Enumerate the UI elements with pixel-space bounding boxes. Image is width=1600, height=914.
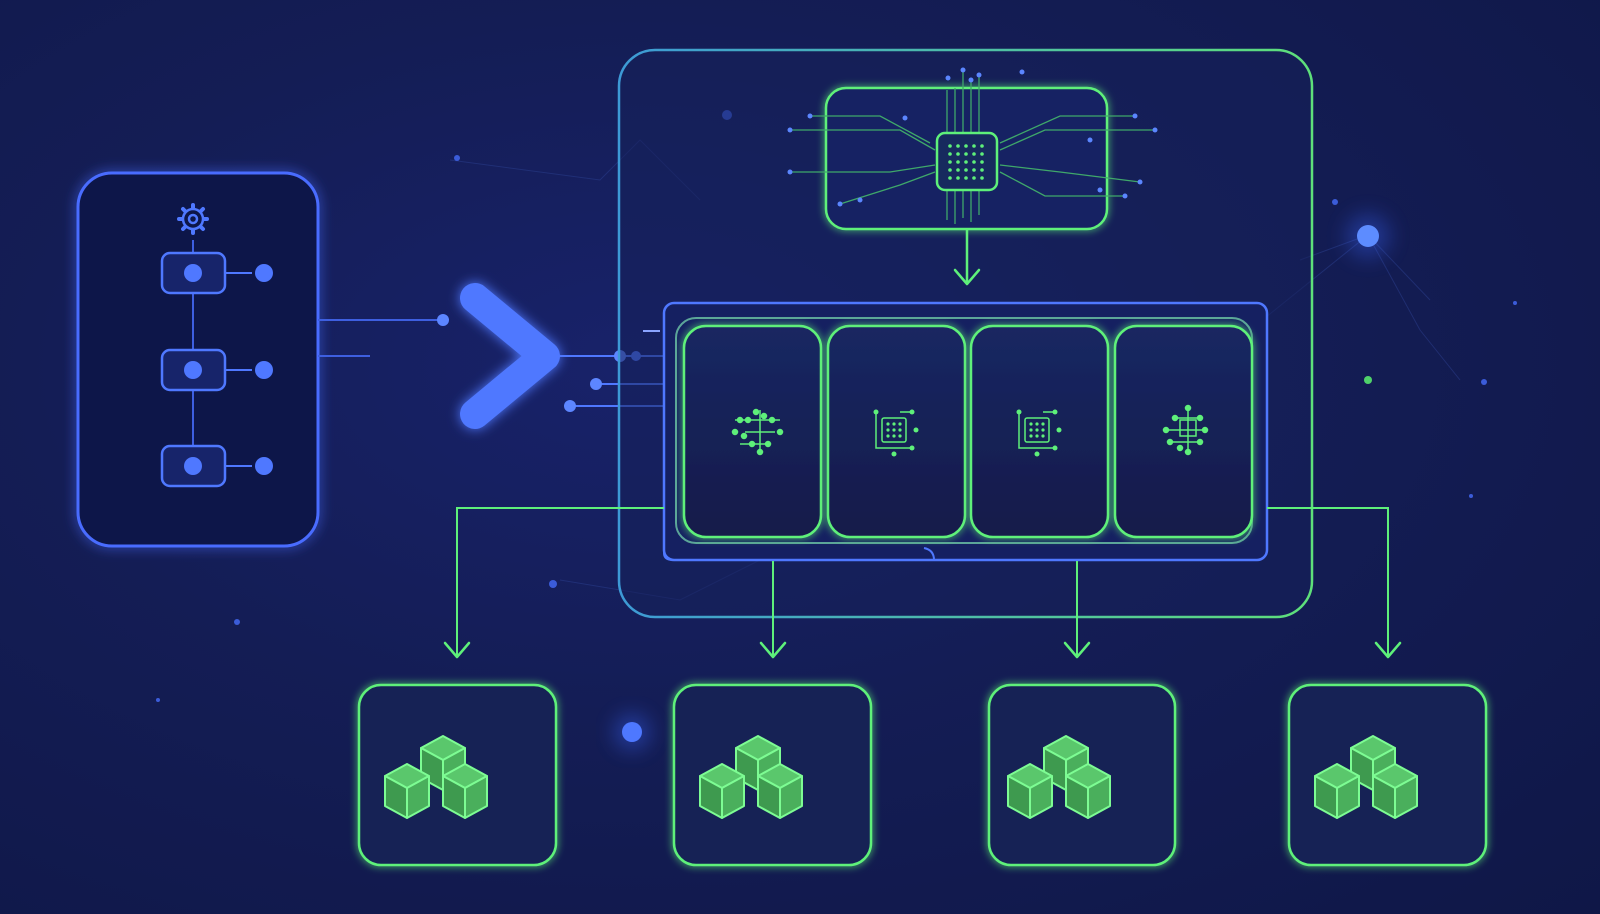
processor-arrow bbox=[953, 229, 981, 286]
output-box-3 bbox=[987, 683, 1177, 867]
segment-3 bbox=[969, 324, 1110, 539]
source-node-1 bbox=[160, 251, 273, 295]
glow-node-bottom bbox=[614, 714, 650, 750]
processor-box bbox=[787, 67, 1158, 231]
background-green-dot bbox=[1364, 376, 1372, 384]
glow-node-right bbox=[1346, 214, 1390, 258]
source-node-3 bbox=[160, 444, 273, 488]
cubes-icon bbox=[699, 735, 803, 819]
cubes-icon bbox=[1007, 735, 1111, 819]
cubes-icon bbox=[1314, 735, 1418, 819]
network-icon bbox=[1162, 404, 1209, 456]
cubes-icon bbox=[384, 735, 488, 819]
output-box-2 bbox=[672, 683, 873, 867]
chip-icon bbox=[935, 131, 999, 192]
chip-grid-icon bbox=[1016, 409, 1062, 457]
segment-4 bbox=[1113, 324, 1254, 539]
output-box-4 bbox=[1287, 683, 1488, 867]
network-icon bbox=[731, 408, 784, 456]
segment-1 bbox=[682, 324, 823, 539]
circuit-dots bbox=[787, 67, 1158, 207]
chip-grid-icon bbox=[873, 409, 919, 457]
segment-2 bbox=[826, 324, 967, 539]
output-box-1 bbox=[357, 683, 558, 867]
circuit-traces bbox=[790, 70, 1155, 224]
source-node-2 bbox=[160, 348, 273, 392]
distribution-lines bbox=[443, 507, 1402, 659]
source-panel bbox=[76, 171, 320, 548]
flow-arrow bbox=[318, 283, 672, 429]
gear-icon bbox=[177, 203, 209, 235]
